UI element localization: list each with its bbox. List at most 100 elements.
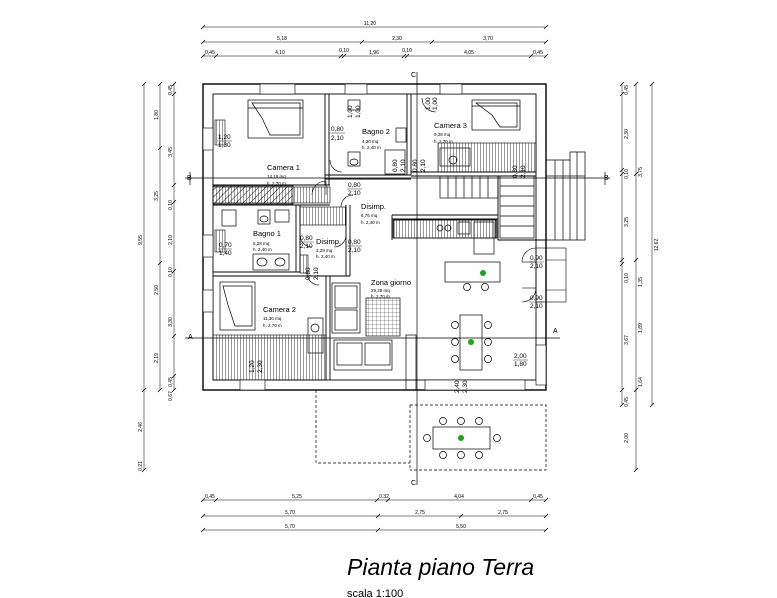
dimensions-left <box>141 81 177 473</box>
opening-label: 0,802,10 <box>347 239 362 254</box>
svg-text:2,30: 2,30 <box>462 380 469 393</box>
section-labels: A A B B C C <box>187 72 609 487</box>
section-b-left: B <box>187 175 192 182</box>
dim-label: 0,10 <box>624 273 630 283</box>
svg-text:1,00: 1,00 <box>425 97 432 110</box>
dim-label: 5,70 <box>285 524 295 530</box>
dim-label: 2,50 <box>154 285 160 295</box>
svg-text:0,80: 0,80 <box>348 239 361 246</box>
dim-label: 4,10 <box>275 50 285 56</box>
opening-label: 0,902,10 <box>529 295 544 310</box>
plant-icons <box>458 270 486 441</box>
outdoor-table <box>432 426 491 450</box>
svg-text:1,00: 1,00 <box>347 105 354 118</box>
plant-icon <box>458 435 464 441</box>
dim-label: 3,67 <box>624 335 630 345</box>
room-height: h. 2,40 m <box>316 254 335 259</box>
opening-label: 0,802,10 <box>347 182 362 197</box>
dim-label: 0,10 <box>402 48 412 54</box>
section-b-right: B <box>604 175 609 182</box>
room-name: Disimp. <box>361 202 386 211</box>
room-bagno2: Bagno 2 4,30 mq h. 2,40 m <box>362 127 390 150</box>
dim-label: 5,18 <box>277 36 287 42</box>
svg-text:2,10: 2,10 <box>420 159 427 172</box>
room-name: Zona giorno <box>371 278 411 287</box>
doors <box>299 97 567 303</box>
svg-text:2,10: 2,10 <box>331 135 344 142</box>
svg-text:2,10: 2,10 <box>300 243 313 250</box>
svg-text:0,80: 0,80 <box>300 235 313 242</box>
section-c-top: C <box>411 72 416 79</box>
dim-label: 12,62 <box>654 239 660 252</box>
svg-text:1,20: 1,20 <box>249 360 256 373</box>
opening-label: 1,201,30 <box>217 134 232 149</box>
svg-text:2,30: 2,30 <box>257 360 264 373</box>
dim-label: 0,10 <box>339 48 349 54</box>
kitchen-counter <box>393 219 497 239</box>
dimension-labels-bottom: 0,45 5,25 0,32 4,04 0,45 5,70 2,75 2,75 … <box>205 494 543 530</box>
svg-text:0,80: 0,80 <box>348 182 361 189</box>
svg-text:0,80: 0,80 <box>392 159 399 172</box>
dim-label: 4,04 <box>454 494 464 500</box>
plant-icon <box>468 339 474 345</box>
sofa <box>331 282 361 334</box>
svg-text:0,80: 0,80 <box>412 159 419 172</box>
dim-label: 2,19 <box>154 353 160 363</box>
opening-label: 0,802,10 <box>299 235 314 250</box>
room-height: h. 2,40 m <box>361 220 380 225</box>
opening-label: 0,802,10 <box>330 126 345 142</box>
room-area: 14,15 mq <box>267 174 286 179</box>
dimension-labels-top: 11,20 5,18 2,30 3,70 0,45 4,10 0,10 1,96… <box>205 21 543 56</box>
dim-label: 1,35 <box>638 277 644 287</box>
svg-text:2,10: 2,10 <box>530 263 543 270</box>
dimension-labels-right: 12,62 0,45 2,30 0,10 3,75 3,25 0,10 1,35… <box>624 85 660 443</box>
room-area: 6,76 mq <box>361 213 378 218</box>
room-height: h. 2,70 m <box>263 323 282 328</box>
dim-label: 2,75 <box>415 510 425 516</box>
dim-label: 1,89 <box>638 323 644 333</box>
bed-camera2 <box>219 281 256 331</box>
dim-label: 5,50 <box>456 524 466 530</box>
bed-camera1 <box>247 99 304 139</box>
dim-label: 0,32 <box>379 494 389 500</box>
room-name: Camera 1 <box>267 163 300 172</box>
room-camera3: Camera 3 9,28 mq h. 2,70 m <box>434 121 467 144</box>
svg-text:1,40: 1,40 <box>219 250 232 257</box>
room-height: h. 2,70 m <box>267 181 286 186</box>
room-name: Bagno 2 <box>362 127 390 136</box>
dim-label: 0,10 <box>624 169 630 179</box>
dim-label: 2,30 <box>624 129 630 139</box>
room-height: h. 2,40 m <box>253 247 272 252</box>
dim-label: 0,45 <box>624 85 630 95</box>
section-a-right: A <box>553 328 558 335</box>
svg-text:1,00: 1,00 <box>432 97 439 110</box>
svg-text:2,10: 2,10 <box>348 247 361 254</box>
dim-label: 3,25 <box>154 191 160 201</box>
dim-label: 0,10 <box>168 200 174 210</box>
dim-label: 2,10 <box>168 235 174 245</box>
svg-text:0,80: 0,80 <box>512 165 519 178</box>
dim-label: 11,20 <box>364 21 376 27</box>
room-area: 5,28 mq <box>253 241 270 246</box>
room-name: Bagno 1 <box>253 229 281 238</box>
dim-label: 9,55 <box>138 235 144 245</box>
dim-label: 0,45 <box>624 397 630 407</box>
porch <box>315 390 547 471</box>
svg-text:2,40: 2,40 <box>454 380 461 393</box>
opening-label: 0,701,40 <box>218 242 232 257</box>
dim-label: 3,45 <box>168 147 174 157</box>
room-labels: Camera 1 14,15 mq h. 2,70 m Bagno 2 4,30… <box>253 121 467 328</box>
room-area: 4,30 mq <box>362 139 379 144</box>
room-area: 9,28 mq <box>434 132 451 137</box>
dim-label: 0,10 <box>168 267 174 277</box>
dim-label: 3,25 <box>624 217 630 227</box>
dim-label: 3,75 <box>638 167 644 177</box>
room-disimp1: Disimp. 6,76 mq h. 2,40 m <box>361 202 386 225</box>
dim-label: 0,45 <box>533 50 543 56</box>
dim-label: 0,45 <box>533 494 543 500</box>
dim-label: 0,45 <box>168 377 174 387</box>
